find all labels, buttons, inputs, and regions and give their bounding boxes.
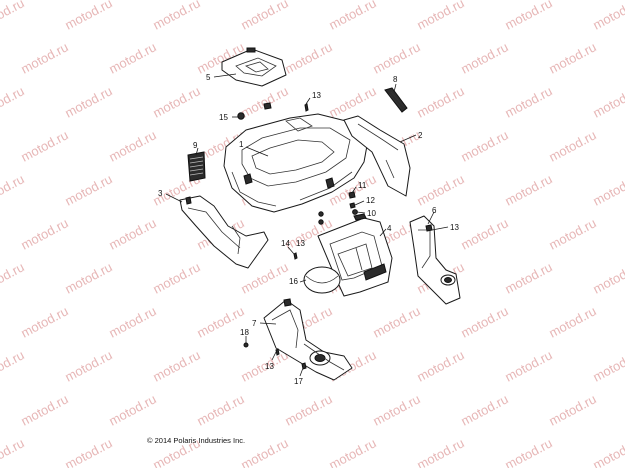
callout-18: 18 <box>240 328 249 337</box>
part-18-screw <box>243 342 249 348</box>
callout-5: 5 <box>206 73 211 82</box>
callout-7: 7 <box>252 319 257 328</box>
part-8-bracket <box>384 87 408 113</box>
callout-4: 4 <box>387 224 392 233</box>
part-13-screw-bottom <box>275 348 280 356</box>
callout-11: 11 <box>358 181 367 190</box>
callout-3: 3 <box>158 189 163 198</box>
part-7-footwell-left <box>263 298 353 381</box>
part-clips-center <box>318 211 324 225</box>
callout-13-top: 13 <box>312 91 321 100</box>
callout-13-right: 13 <box>450 223 459 232</box>
part-6-footwell-right <box>409 215 461 305</box>
callout-14: 14 <box>281 239 290 248</box>
part-15-grommet <box>237 112 245 120</box>
callout-16: 16 <box>289 277 298 286</box>
part-5-cover <box>221 47 287 87</box>
leader-lines <box>165 73 449 377</box>
part-13-screw-left <box>293 252 298 260</box>
callout-2: 2 <box>418 131 423 140</box>
callout-10: 10 <box>367 209 376 218</box>
part-9-grille <box>187 151 206 182</box>
callout-1: 1 <box>239 140 244 149</box>
callout-12: 12 <box>366 196 375 205</box>
callout-9: 9 <box>193 141 198 150</box>
callout-15: 15 <box>219 113 228 122</box>
part-3-side-panel <box>179 195 269 269</box>
part-13-screw-top <box>304 103 309 112</box>
part-12-fastener <box>349 202 356 209</box>
callout-6: 6 <box>432 206 437 215</box>
copyright-notice: © 2014 Polaris Industries Inc. <box>147 436 246 445</box>
part-16-pad <box>303 266 341 294</box>
callout-17: 17 <box>294 377 303 386</box>
callout-8: 8 <box>393 75 398 84</box>
part-17-screw <box>301 362 307 370</box>
part-10-fastener <box>352 209 358 215</box>
part-1-tray <box>223 113 369 213</box>
part-2-side-panel <box>343 115 411 197</box>
part-clip <box>263 102 272 110</box>
callout-13-bottom: 13 <box>265 362 274 371</box>
callout-labels: 5 8 13 15 9 1 2 3 11 12 10 4 6 13 14 13 … <box>158 73 459 386</box>
callout-13-left: 13 <box>296 239 305 248</box>
